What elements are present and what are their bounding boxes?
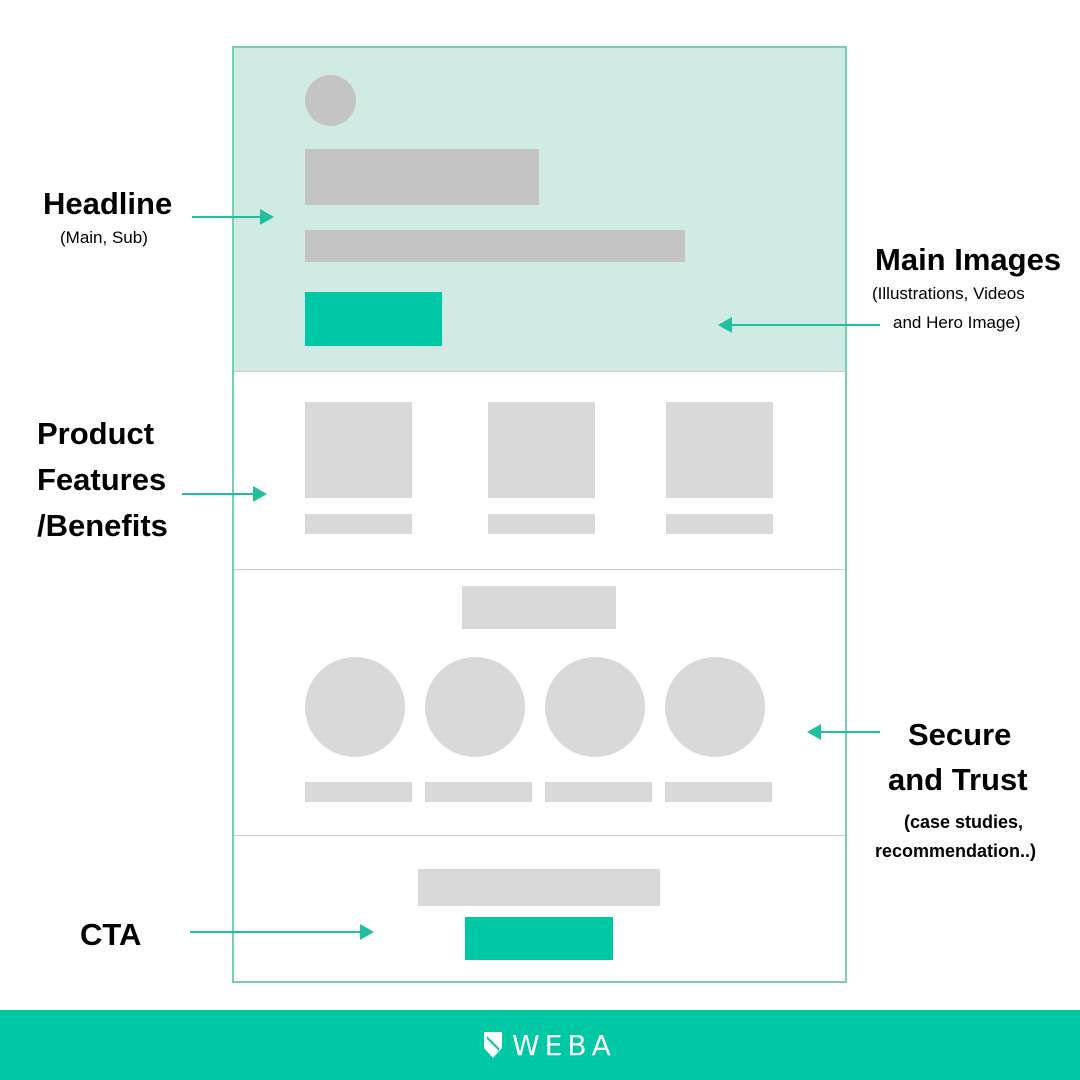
- features-label-line1: Product: [37, 416, 155, 451]
- feature-image-placeholder: [488, 402, 595, 498]
- testimonial-avatar-placeholder: [545, 657, 645, 757]
- headline-label: Headline: [43, 186, 173, 221]
- features-label-line3: /Benefits: [37, 508, 168, 543]
- testimonial-avatar-placeholder: [425, 657, 525, 757]
- feature-caption-placeholder: [305, 514, 412, 534]
- features-arrow-icon: [182, 486, 267, 502]
- trust-heading-placeholder: [462, 586, 616, 629]
- testimonial-caption-placeholder: [305, 782, 412, 802]
- testimonial-caption-placeholder: [425, 782, 532, 802]
- feature-image-placeholder: [666, 402, 773, 498]
- brand-logo: WEBA: [484, 1028, 616, 1062]
- headline-placeholder: [305, 149, 539, 205]
- feature-caption-placeholder: [666, 514, 773, 534]
- testimonial-avatar-placeholder: [305, 657, 405, 757]
- section-divider: [234, 569, 845, 570]
- cta-button-placeholder: [465, 917, 613, 960]
- cta-label: CTA: [80, 917, 142, 952]
- footer-bar: [0, 1010, 1080, 1080]
- headline-sublabel: (Main, Sub): [60, 228, 148, 247]
- testimonial-avatar-placeholder: [665, 657, 765, 757]
- main-images-arrow-icon: [718, 317, 880, 333]
- main-images-label: Main Images: [875, 242, 1062, 277]
- hero-avatar-placeholder: [305, 75, 356, 126]
- main-images-sublabel-1: (Illustrations, Videos: [872, 284, 1025, 303]
- trust-label-line1: Secure: [908, 717, 1012, 752]
- trust-sublabel-1: (case studies,: [904, 812, 1024, 832]
- cta-text-placeholder: [418, 869, 660, 906]
- trust-arrow-icon: [807, 724, 880, 740]
- section-divider: [234, 371, 845, 372]
- brand-name: WEBA: [512, 1028, 616, 1062]
- main-images-sublabel-2: and Hero Image): [893, 313, 1021, 332]
- feature-caption-placeholder: [488, 514, 595, 534]
- headline-arrow-icon: [192, 209, 274, 225]
- feature-image-placeholder: [305, 402, 412, 498]
- weba-logo-icon: [484, 1032, 502, 1058]
- subheadline-placeholder: [305, 230, 685, 262]
- trust-sublabel-2: recommendation..): [875, 841, 1037, 861]
- trust-label-line2: and Trust: [888, 762, 1028, 797]
- features-label-line2: Features: [37, 462, 167, 497]
- cta-arrow-icon: [190, 924, 374, 940]
- hero-cta-button-placeholder: [305, 292, 442, 346]
- section-divider: [234, 835, 845, 836]
- testimonial-caption-placeholder: [665, 782, 772, 802]
- testimonial-caption-placeholder: [545, 782, 652, 802]
